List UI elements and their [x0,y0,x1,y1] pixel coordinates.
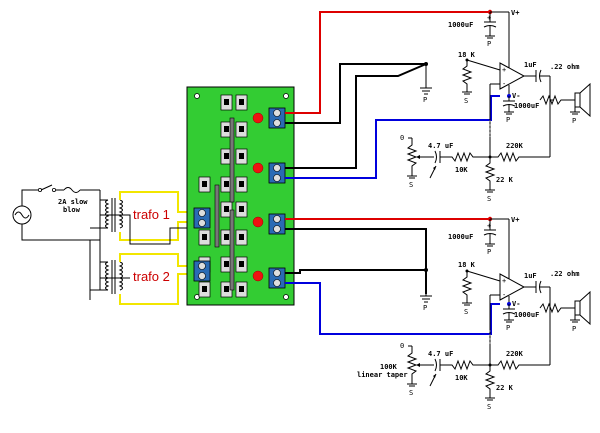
output-terminal-2 [268,162,286,184]
input-terminal-2 [193,260,211,282]
ground-label: P [487,248,491,256]
mounting-hole-icon [283,93,289,99]
rectifier-bar [229,209,235,291]
supply-wires [285,11,500,335]
pot-top-label: 0 [400,134,404,142]
cap-label: 1000uF [514,311,539,319]
ground-label: S [409,389,413,397]
vminus-label: V- [512,92,520,100]
ground-label: S [409,181,413,189]
fuse-label-line1: 2A slow [58,198,88,206]
output-terminal-3 [268,213,286,235]
ground-label: P [506,116,510,124]
led-icon [252,216,264,228]
ground-label: P [572,117,576,125]
cap-label: 1000uF [514,102,539,110]
mounting-hole-icon [194,93,200,99]
op-amp-minus: - [502,291,506,299]
cap-label: 1uF [524,272,537,280]
cap-label: 1000uF [448,233,473,241]
mains-section: 2A slow blow [12,184,196,305]
ground-label: P [506,324,510,332]
pot-taper-label: linear taper [357,371,408,379]
output-terminal-1 [268,107,286,129]
potentiometer-icon [406,346,418,384]
resistor-label: 22 K [496,176,514,184]
ground-label: S [464,97,468,105]
resistor-label: 10K [455,374,468,382]
polarity-label: + [487,222,491,230]
amplifier-channel-bottom: V+ 1000uF + P + - V- 1000uF P 18 K S 1uF [357,216,591,411]
mounting-hole-icon [283,294,289,300]
ground-label: P [487,40,491,48]
fuse-icon [63,187,81,193]
cap-label: 1000uF [448,21,473,29]
resistor-label: .22 ohm [550,270,580,278]
led-icon [252,270,264,282]
ground-label: S [487,403,491,411]
resistor-label: 220K [506,350,524,358]
resistor-label: 220K [506,142,524,150]
ground-label: S [487,195,491,203]
op-amp-icon [499,62,526,90]
trafo-2-label: trafo 2 [133,269,170,284]
input-terminal-1 [193,207,211,229]
secondary-wires-yellow [119,191,196,305]
vplus-label: V+ [511,216,519,224]
vplus-label: V+ [511,9,519,17]
ground-label: P [572,325,576,333]
power-supply-board [186,86,295,306]
ground-label: P [423,96,427,104]
ground-icon [420,64,432,303]
ground-label: S [464,308,468,316]
speaker-icon [574,92,581,108]
resistor-label: 18 K [458,51,476,59]
speaker-icon [574,300,581,316]
amplifier-channel-top: V+ 1000uF + P + - V- 1000uF P 18 K S [400,9,591,203]
cap-label: 4.7 uF [428,142,453,150]
transformer-2-icon [90,260,123,294]
op-amp-plus: + [502,66,506,74]
polarity-label: + [487,14,491,22]
trafo-1-label: trafo 1 [133,207,170,222]
led-icon [252,112,264,124]
resistor-label: 18 K [458,261,476,269]
resistor-label: 10K [455,166,468,174]
op-amp-minus: - [502,80,506,88]
rectifier-bar [214,184,220,248]
resistor-label: 22 K [496,384,514,392]
cap-label: 4.7 uF [428,350,453,358]
ground-label: P [423,304,427,312]
pot-value-label: 100K [380,363,398,371]
pot-top-label: 0 [400,342,404,350]
op-amp-plus: + [502,277,506,285]
led-icon [252,162,264,174]
op-amp-icon [499,273,526,301]
output-terminal-4 [268,267,286,289]
fuse-label-line2: blow [63,206,81,214]
potentiometer-icon [406,138,418,176]
resistor-label: .22 ohm [550,63,580,71]
vminus-label: V- [512,300,520,308]
rectifier-bar [229,117,235,203]
cap-label: 1uF [524,61,537,69]
